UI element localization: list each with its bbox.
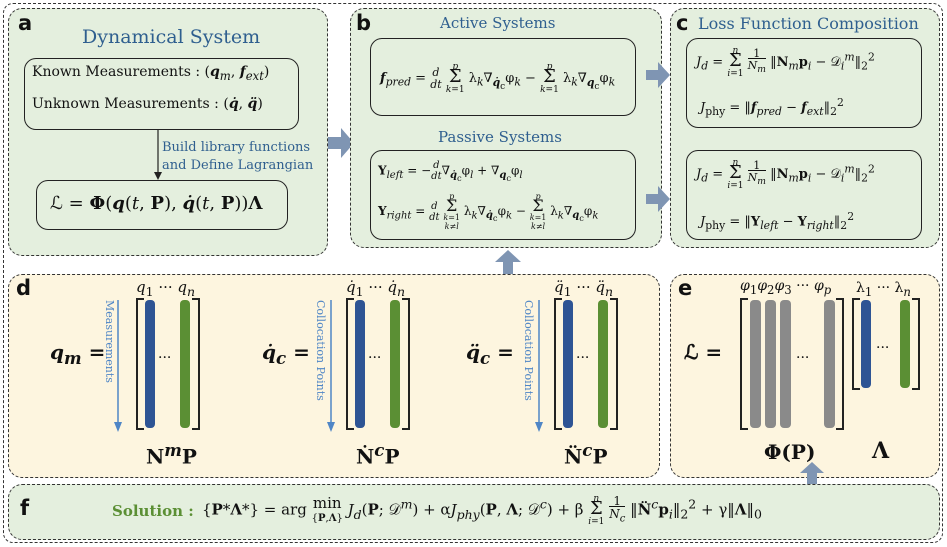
phi-column-p: [824, 300, 835, 428]
arrow-b-to-c-passive-icon: [646, 186, 670, 212]
qm-right-bracket: [192, 298, 200, 430]
qddot-left-bracket: [554, 298, 562, 430]
phi-column-3: [780, 300, 791, 428]
qddot-dots: ···: [576, 350, 590, 366]
qdot-left-bracket: [346, 298, 354, 430]
phi-dots: ···: [796, 350, 810, 366]
qdot-column-green: [390, 300, 400, 428]
lagrangian-box: [36, 180, 288, 230]
panel-f-letter: f: [20, 496, 30, 520]
qddot-bottom-label: N̈cP: [564, 440, 608, 469]
collocation-arrow-1-icon: [327, 300, 335, 432]
solution-equation: {P*Λ*} = arg min{P,Λ} Jd(P; 𝒟m) + αJphy(…: [202, 493, 762, 527]
qm-column-green: [180, 300, 190, 428]
qddot-top-labels: q̈1 ··· q̈n: [554, 278, 614, 299]
qdot-column-blue: [355, 300, 365, 428]
qdot-right-bracket: [402, 298, 410, 430]
qdot-bottom-label: ṄcP: [356, 440, 400, 469]
phi-top-labels: φ1φ2φ3 ··· φp: [740, 278, 832, 297]
outer-frame: [3, 3, 943, 543]
phi-column-1: [750, 300, 761, 428]
measurements-arrow-icon: [114, 300, 122, 432]
panel-b-letter: b: [356, 11, 372, 35]
passive-systems-title: Passive Systems: [438, 128, 562, 146]
panel-a-title: Dynamical System: [82, 26, 261, 48]
loss-passive-box: [686, 150, 922, 240]
panel-f: [8, 484, 940, 540]
e-lhs-label: ℒ =: [684, 340, 723, 364]
arrow-f-to-e-icon: [800, 462, 824, 484]
known-measurements: Known Measurements : (qm, fext): [32, 64, 270, 83]
measurements-box: [24, 58, 299, 130]
define-lagrangian-label: and Define Lagrangian: [162, 158, 314, 173]
qddot-right-bracket: [610, 298, 618, 430]
measurements-label: Measurements: [103, 300, 116, 383]
lambda-column-blue: [861, 300, 871, 388]
passive-equation-box: [370, 150, 636, 240]
down-arrow-icon: [154, 130, 162, 180]
qm-top-labels: q1 ··· qn: [136, 278, 196, 299]
qm-left-bracket: [136, 298, 144, 430]
panel-e: [670, 274, 940, 478]
qm-bottom-label: NmP: [146, 440, 197, 469]
qddot-column-green: [598, 300, 608, 428]
qddot-column-blue: [563, 300, 573, 428]
arrow-a-to-b-icon: [328, 128, 354, 158]
active-systems-title: Active Systems: [440, 14, 556, 32]
qm-dots: ···: [158, 350, 172, 366]
qdot-dots: ···: [368, 350, 382, 366]
phi-left-bracket: [740, 298, 748, 430]
phi-column-2: [765, 300, 776, 428]
solution-label: Solution :: [112, 502, 194, 520]
lagrangian-equation: ℒ = Φ(q(t, P), q̇(t, P))Λ: [50, 193, 263, 214]
arrow-b-to-c-active-icon: [646, 62, 670, 88]
qdot-label: q̇c =: [262, 340, 310, 368]
qdot-top-labels: q̇1 ··· q̇n: [346, 278, 406, 299]
panel-c-letter: c: [676, 11, 689, 35]
qddot-label: q̈c =: [466, 340, 514, 368]
collocation-arrow-2-icon: [535, 300, 543, 432]
qm-label: qm =: [50, 340, 106, 368]
jphy-active-equation: Jphy = ‖fpred − fext‖22: [700, 96, 844, 118]
lambda-top-labels: λ1 ··· λn: [856, 280, 911, 299]
panel-a-letter: a: [18, 11, 33, 35]
lambda-dots: ···: [876, 340, 890, 356]
lambda-bottom-label: Λ: [872, 438, 890, 464]
phi-bottom-label: Φ(P): [764, 440, 816, 464]
panel-e-letter: e: [678, 276, 693, 300]
unknown-measurements: Unknown Measurements : (q̇, q̈): [32, 96, 263, 112]
lambda-left-bracket: [852, 298, 860, 390]
collocation-label-2: Collocation Points: [522, 300, 535, 401]
panel-d-letter: d: [16, 276, 32, 300]
panel-d: [8, 274, 660, 478]
loss-function-title: Loss Function Composition: [698, 14, 919, 33]
phi-right-bracket: [836, 298, 844, 430]
qm-column-blue: [145, 300, 155, 428]
arrow-d-to-b-icon: [495, 250, 521, 274]
active-equation-box: [370, 38, 636, 116]
build-library-label: Build library functions: [162, 140, 311, 155]
lambda-right-bracket: [912, 298, 920, 390]
loss-active-box: [686, 38, 922, 128]
jphy-passive-equation: Jphy = ‖Υleft − Υright‖22: [700, 210, 855, 232]
collocation-label-1: Collocation Points: [314, 300, 327, 401]
lambda-column-green: [900, 300, 910, 388]
